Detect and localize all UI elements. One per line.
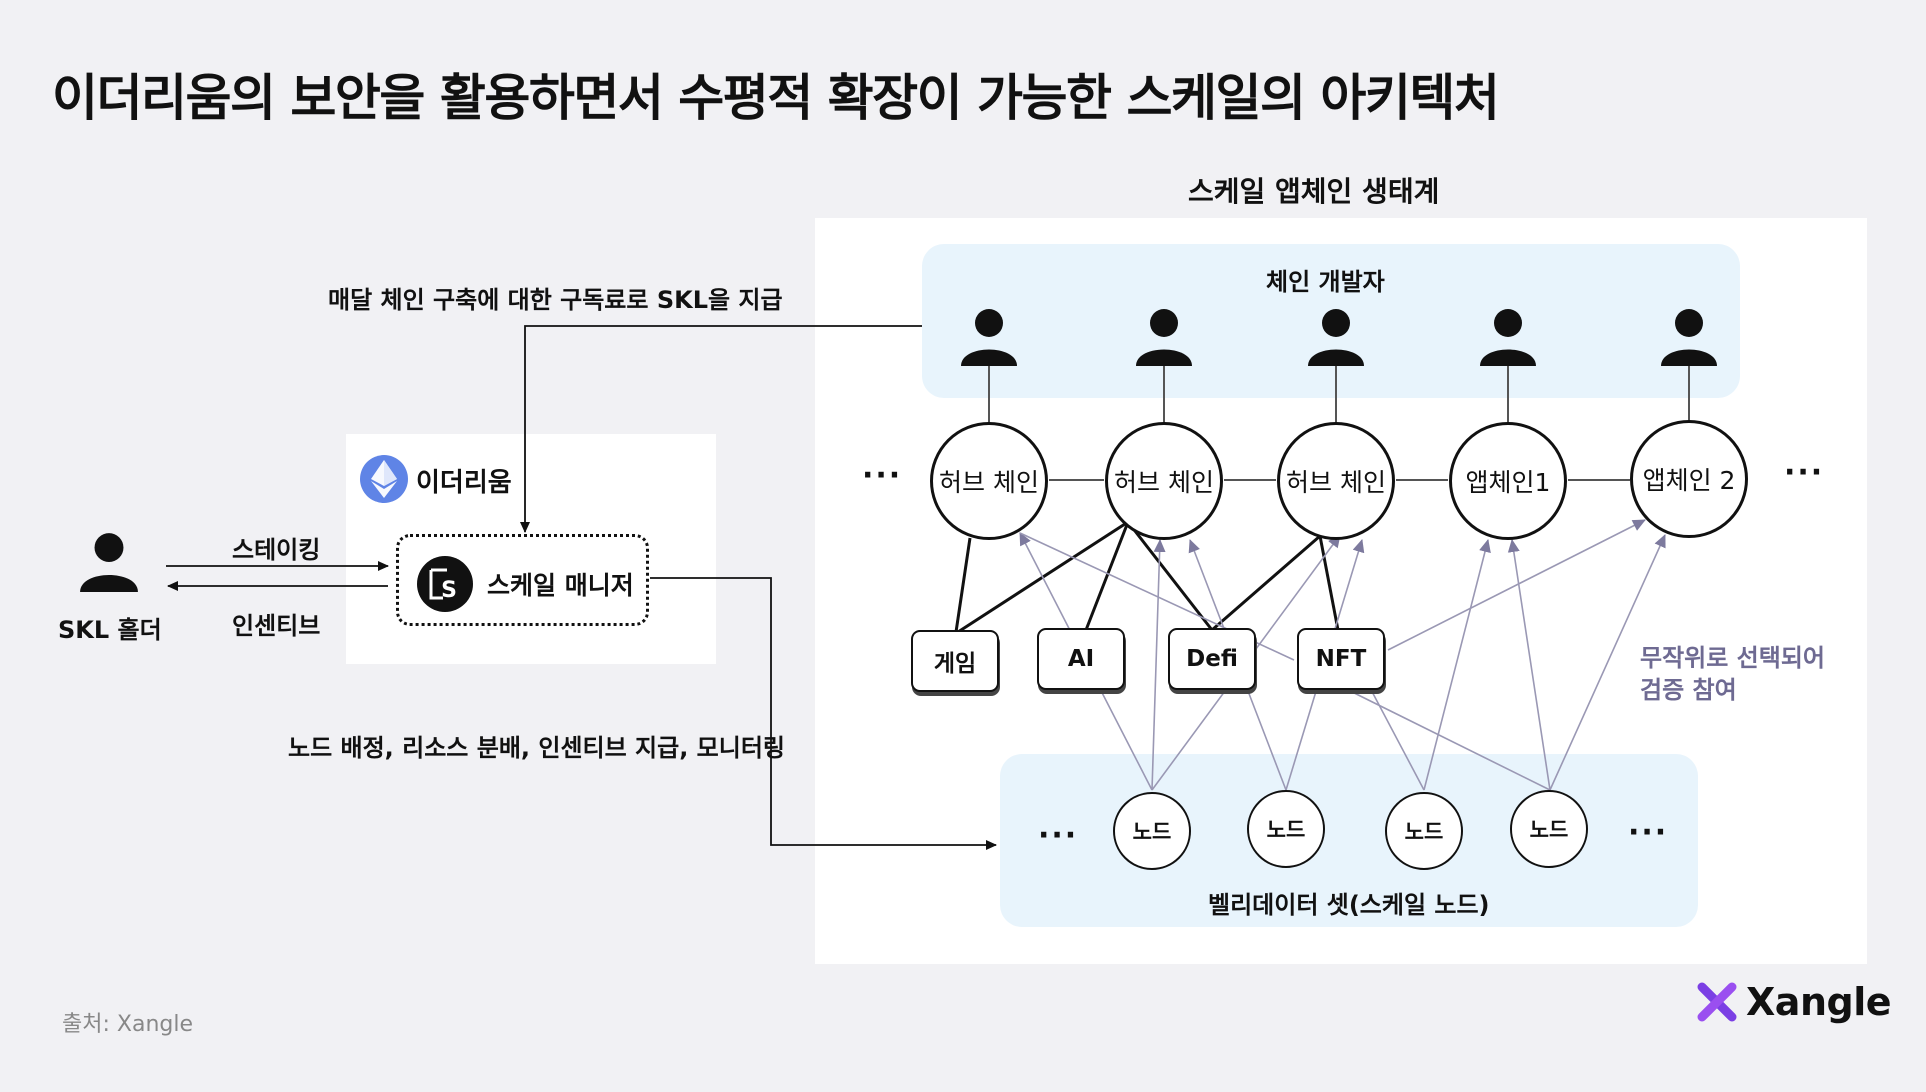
category-ai: AI <box>1037 628 1125 690</box>
validator-node: 노드 <box>1510 790 1588 868</box>
source-note: 출처: Xangle <box>62 1012 193 1037</box>
chain-hub-1: 허브 체인 <box>930 422 1048 540</box>
chains-ellipsis-left: ··· <box>862 458 903 493</box>
holder-label: SKL 홀더 <box>58 616 162 644</box>
scale-manager-label: 스케일 매니저 <box>487 571 634 600</box>
validator-set-label: 벨리데이터 셋(스케일 노드) <box>1208 891 1490 919</box>
brand-logo: Xangle <box>1696 980 1892 1024</box>
random-note-line1: 무작위로 선택되어 <box>1640 644 1825 672</box>
skale-logo-icon: S <box>417 556 473 612</box>
skale-logo-letter: S <box>441 578 457 603</box>
ecosystem-title: 스케일 앱체인 생태계 <box>1188 175 1440 208</box>
developer-icon <box>1308 309 1364 366</box>
chain-hub-3: 허브 체인 <box>1277 422 1395 540</box>
xangle-logo-icon <box>1697 982 1737 1022</box>
category-game: 게임 <box>911 630 999 692</box>
holder-icon <box>80 533 138 592</box>
chains-ellipsis-right: ··· <box>1784 455 1825 490</box>
category-defi: Defi <box>1168 628 1256 690</box>
manager-duties-arrow <box>650 577 997 850</box>
incentive-label: 인센티브 <box>232 612 321 640</box>
category-nft: NFT <box>1297 628 1385 690</box>
staking-label: 스테이킹 <box>232 536 321 564</box>
nodes-ellipsis-left: ··· <box>1038 818 1079 853</box>
page-title: 이더리움의 보안을 활용하면서 수평적 확장이 가능한 스케일의 아키텍처 <box>52 69 1500 127</box>
subscription-arrow <box>520 325 922 533</box>
subscription-flow-label: 매달 체인 구축에 대한 구독료로 SKL을 지급 <box>328 286 783 314</box>
developer-icon <box>1480 309 1536 366</box>
validator-node: 노드 <box>1113 792 1191 870</box>
nodes-ellipsis-right: ··· <box>1628 815 1669 850</box>
ethereum-icon <box>360 455 408 503</box>
validator-node: 노드 <box>1247 790 1325 868</box>
developer-icon <box>961 309 1017 366</box>
developer-icon <box>1661 309 1717 366</box>
developer-icon <box>1136 309 1192 366</box>
ethereum-label: 이더리움 <box>416 468 512 498</box>
brand-name: Xangle <box>1746 980 1892 1024</box>
chain-hub-2: 허브 체인 <box>1105 422 1223 540</box>
validator-node: 노드 <box>1385 792 1463 870</box>
chain-appchain-1: 앱체인1 <box>1449 422 1567 540</box>
random-note-line2: 검증 참여 <box>1640 676 1737 704</box>
developer-chain-links <box>988 362 1690 424</box>
developers-label: 체인 개발자 <box>1266 268 1385 296</box>
scale-manager: S 스케일 매니저 <box>396 534 649 626</box>
manager-duties-flow-label: 노드 배정, 리소스 분배, 인센티브 지급, 모니터링 <box>288 734 786 762</box>
chain-appchain-2: 앱체인 2 <box>1630 420 1748 538</box>
